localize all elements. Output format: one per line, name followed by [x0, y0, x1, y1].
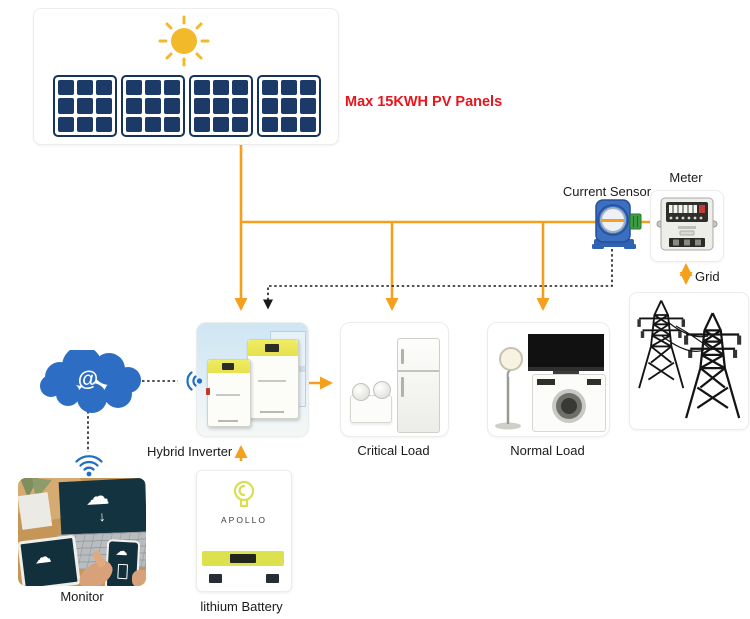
solar-panel: [189, 75, 253, 137]
solar-panel: [257, 75, 321, 137]
wire-through-sensor: [602, 219, 624, 222]
floor-lamp-icon: [495, 347, 523, 430]
tablet: ☁: [18, 534, 81, 586]
normal-load-box: [487, 322, 610, 437]
battery-foot: [209, 574, 222, 583]
pv-panels-box: [33, 8, 339, 145]
monitor-label: Monitor: [60, 589, 104, 604]
meter-label: Meter: [669, 170, 703, 185]
normal-load-label: Normal Load: [510, 443, 585, 458]
battery-label: lithium Battery: [200, 599, 283, 614]
hand: [132, 570, 146, 586]
laptop-screen: ☁ ↓: [58, 478, 146, 537]
inverter-unit: [206, 359, 251, 427]
hybrid-inverter-box: [196, 322, 309, 437]
grid-label: Grid: [695, 269, 720, 284]
tv-icon: [528, 334, 604, 371]
tv-stand: [553, 371, 579, 374]
battery-display-strip: [202, 551, 284, 566]
cloud-download-icon: ☁: [115, 543, 129, 559]
download-arrow-icon: ↓: [98, 507, 106, 525]
washing-machine-icon: [532, 374, 606, 432]
meter-box: [650, 190, 724, 262]
current-sensor-label: Current Sensor: [562, 184, 652, 199]
critical-load-label: Critical Load: [357, 443, 430, 458]
monitor-photo: ☁ ↓ ☁ ☁: [18, 478, 146, 586]
wifi-icon: [75, 455, 103, 477]
battery-foot: [266, 574, 279, 583]
cloud-icon: [40, 350, 141, 413]
battery-brand-text: APOLLO: [220, 515, 268, 525]
notepad: [18, 492, 53, 530]
at-symbol: @: [77, 368, 99, 391]
sun-icon: [158, 15, 210, 67]
inverter-unit: [247, 339, 299, 419]
battery-brand-logo: [233, 480, 255, 508]
solar-panel: [121, 75, 185, 137]
electric-meter-icon: [656, 197, 718, 251]
signal-sensor-to-inverter: [263, 249, 613, 310]
wireless-signal-icon: [186, 371, 203, 391]
solar-panel: [53, 75, 117, 137]
transmission-towers-icon: [636, 299, 743, 420]
cloud-download-icon: ☁: [33, 546, 53, 568]
grid-box: [629, 292, 749, 430]
hybrid-inverter-label: Hybrid Inverter: [147, 444, 233, 459]
critical-load-box: [340, 322, 449, 437]
emergency-light-icon: [350, 381, 392, 423]
current-sensor-icon: [592, 199, 642, 249]
refrigerator-icon: [397, 338, 440, 433]
pv-capacity-label: Max 15KWH PV Panels: [345, 94, 503, 110]
lithium-battery-box: APOLLO: [196, 470, 292, 592]
